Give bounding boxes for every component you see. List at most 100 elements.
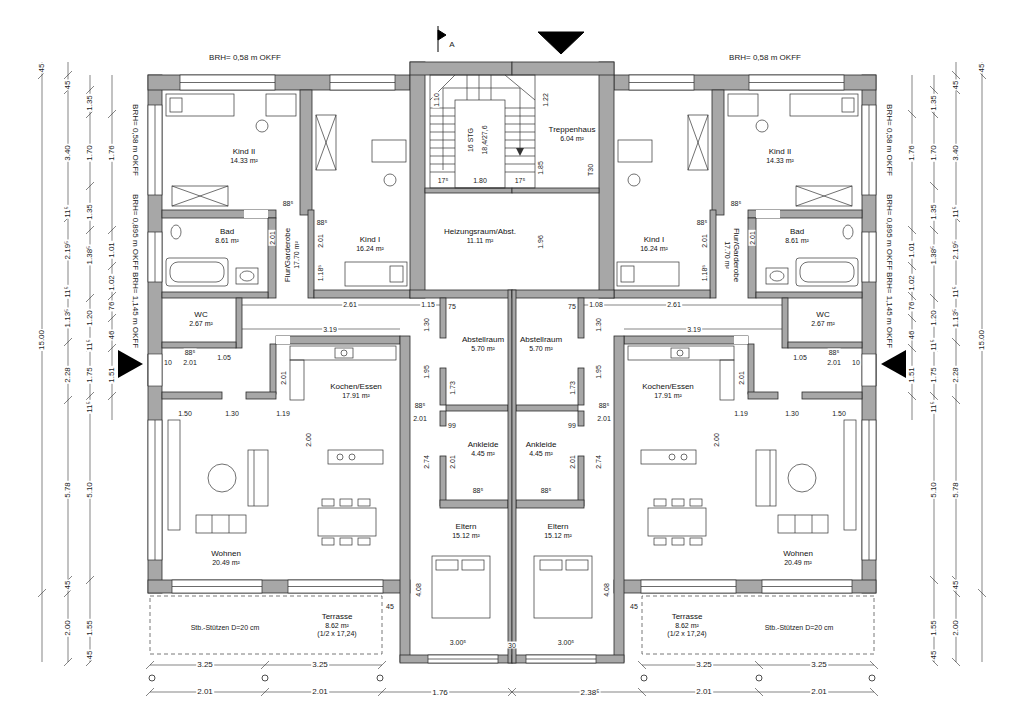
room: Heizungsraum/Abst.11.11 m² — [430, 220, 530, 252]
stair — [443, 88, 520, 170]
dimension-label: 4.08 — [603, 582, 610, 598]
room: Terrasse8.62 m²(1/2 x 17,24) — [646, 601, 728, 649]
dimension-label: 45 — [952, 580, 960, 591]
stair — [430, 108, 455, 172]
dimension-label: 15.00 — [978, 329, 986, 351]
dimension-label: 2.00 — [64, 619, 72, 637]
dimension-label: 15.00 — [38, 329, 46, 351]
dimension-label: 45 — [64, 80, 72, 91]
room-name: Ankleide — [526, 440, 557, 449]
dimension-label: 1.73 — [449, 380, 456, 396]
dimension-label: 3.25 — [311, 661, 329, 669]
dimension-label: 2.01 — [749, 230, 756, 246]
dimension-label: 1.10 — [433, 92, 440, 108]
dimension-label: 11⁵ — [952, 285, 960, 299]
room: Kind I16.24 m² — [335, 230, 405, 258]
dimension-label: 88⁵ — [282, 200, 295, 207]
dimension-label: 10 — [851, 359, 861, 366]
dimension-label: BRH= 0,895 m OKFF — [885, 193, 893, 271]
dimension-label: 1.01 — [908, 241, 916, 259]
room-name: Kind II — [769, 147, 792, 156]
room-name: Wohnen — [783, 549, 813, 558]
dimension-label: 2.01 — [412, 415, 428, 422]
dimension-label: 11⁵ — [64, 285, 72, 299]
room-name: Kind I — [360, 235, 380, 244]
dimension-label: T30 — [587, 163, 594, 177]
room: Flur/Garderobe17.70 m² — [717, 215, 747, 295]
room: Ankleide4.45 m² — [518, 434, 564, 464]
dimension-label: 1.13⁵ — [952, 308, 960, 329]
room-name: Terrasse — [672, 612, 703, 621]
dimension-label: 2.38⁵ — [580, 689, 601, 697]
dimension-label: 1.18⁵ — [317, 264, 324, 283]
dimension-label: 11⁵ — [86, 338, 94, 352]
room-area: 6.04 m² — [560, 135, 584, 143]
stair — [430, 75, 535, 100]
room-area: 17.91 m² — [342, 392, 370, 400]
dimension-label: 1.05 — [792, 354, 808, 361]
dimension-label: 1.85 — [537, 160, 544, 176]
dimension-label: 2.00 — [305, 432, 312, 448]
dimension-label: 3.00⁵ — [557, 639, 576, 646]
section-marker — [538, 32, 584, 54]
room-name: Flur/Garderobe — [731, 228, 740, 282]
dimension-label: 99 — [567, 422, 577, 429]
dimension-label: 2.01 — [280, 370, 287, 386]
dimension-label: 10 — [163, 359, 173, 366]
dimension-label: Stb.-Stützen D=20 cm — [190, 624, 261, 631]
dimension-label: 1.80 — [472, 177, 488, 184]
room-area: 16.24 m² — [640, 245, 668, 253]
room-area: 17.70 m² — [723, 241, 731, 269]
dimension-label: 1.75 — [86, 366, 94, 384]
room: Eltern15.12 m² — [520, 516, 596, 546]
dimension-label: 88⁵ — [316, 219, 329, 226]
dimension-label: 1.55 — [930, 619, 938, 637]
room-area: (1/2 x 17,24) — [667, 630, 706, 638]
room-area: 20.49 m² — [784, 559, 812, 567]
room-area: 2.67 m² — [811, 320, 835, 328]
dimension-label: 1.13⁵ — [64, 308, 72, 329]
room-name: Abstellraum — [520, 335, 562, 344]
dimension-label: 2.01 — [695, 688, 713, 696]
dimension-label: 2.01 — [196, 688, 214, 696]
room-name: Flur/Garderobe — [283, 228, 292, 282]
room-area: 15.12 m² — [544, 532, 572, 540]
room-area: 8.62 m² — [675, 622, 699, 630]
room: Wohnen20.49 m² — [762, 543, 834, 573]
room: Kind II14.33 m² — [734, 140, 826, 172]
dimension-label: 2.01 — [738, 370, 745, 386]
dimension-label: 11⁵ — [64, 205, 72, 219]
dimension-label: 75 — [447, 303, 457, 310]
room: Bad8.61 m² — [196, 222, 258, 250]
dimension-label: 17⁵ — [437, 177, 450, 184]
dimension-label: 3.19 — [686, 326, 702, 333]
dimension-label: 18,4/27,6 — [481, 124, 488, 155]
section-marker — [438, 30, 446, 40]
room-area: 15.12 m² — [452, 532, 480, 540]
dimension-label: 99 — [447, 422, 457, 429]
dimension-label: 1.20 — [86, 309, 94, 327]
dimension-label: 45 — [64, 580, 72, 591]
dimension-label: 1.22 — [542, 92, 549, 108]
dimension-label: 11⁵ — [930, 400, 938, 414]
dimension-label: 2.01 — [269, 230, 276, 246]
room-area: 4.45 m² — [471, 450, 495, 458]
room-name: Eltern — [548, 522, 569, 531]
dimension-label: 3.25 — [196, 661, 214, 669]
dimension-label: 2.00 — [713, 432, 720, 448]
dimension-label: 1.35 — [86, 203, 94, 221]
unit-plan — [38, 62, 516, 696]
room-area: 20.49 m² — [212, 559, 240, 567]
dimension-label: 1.73 — [569, 380, 576, 396]
dimension-label: 2.01 — [317, 233, 324, 249]
room: Ankleide4.45 m² — [460, 434, 506, 464]
room: WC2.67 m² — [792, 305, 854, 333]
stair — [430, 75, 535, 188]
stair — [430, 75, 535, 188]
room: Wohnen20.49 m² — [190, 543, 262, 573]
room-area: 14.33 m² — [230, 157, 258, 165]
dimension-label: 11⁵ — [86, 400, 94, 414]
dimension-label: 45 — [952, 80, 960, 91]
dimension-label: 3.25 — [810, 661, 828, 669]
